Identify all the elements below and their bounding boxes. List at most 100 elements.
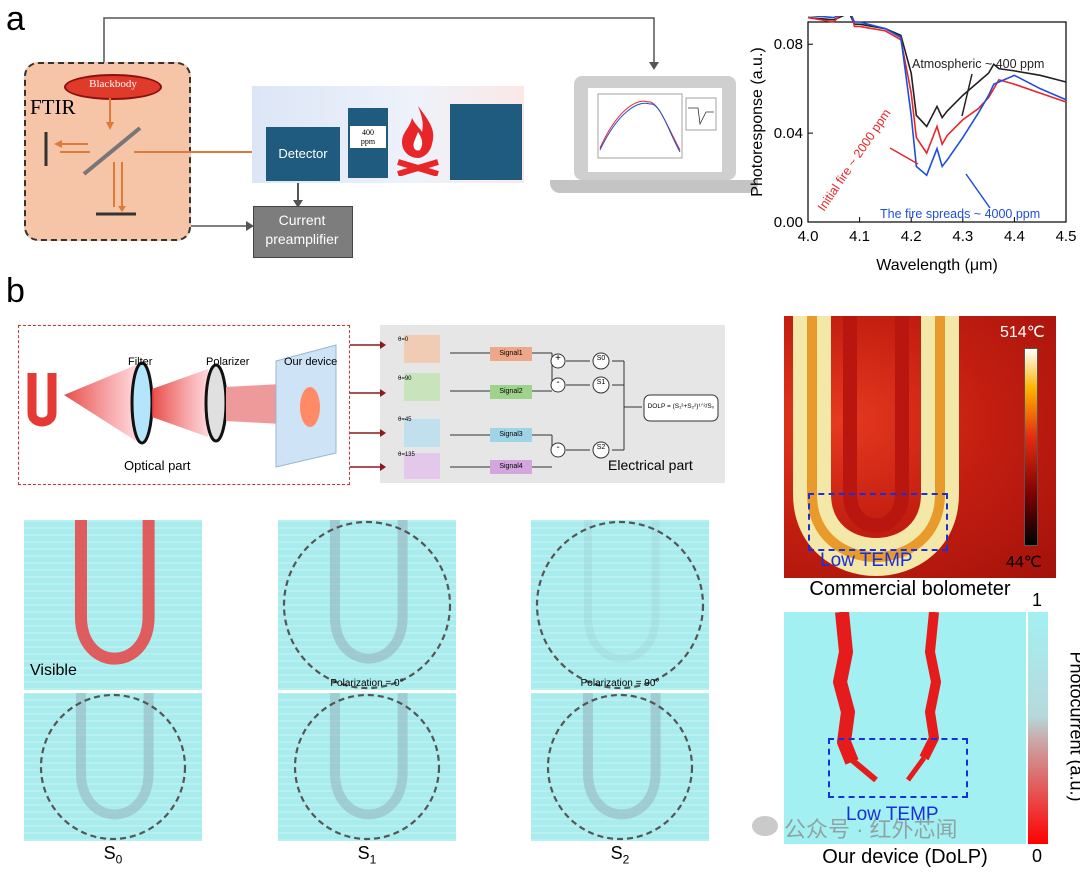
tile-s2: [531, 693, 709, 841]
tile-overlay: [535, 520, 705, 690]
bolometer-low-temp-box: [808, 493, 948, 551]
u-shape: [75, 693, 154, 820]
electrical-arrows: [350, 341, 386, 471]
laptop-mini-chart: [597, 93, 717, 159]
caption-s1-sub: 1: [369, 852, 377, 867]
plot-frame: [807, 21, 1067, 223]
dolp-cb-min: 0: [1032, 846, 1043, 866]
x-tick-label: 4.2: [901, 228, 922, 245]
polarizer-label: Polarizer: [206, 356, 250, 368]
fire-icon: [397, 106, 439, 176]
tile-overlay: [39, 693, 187, 841]
panel-b-letter: b: [6, 272, 25, 310]
optical-part-label: Optical part: [124, 458, 191, 473]
dashed-circle: [546, 693, 694, 841]
dashed-circle: [293, 693, 441, 841]
laptop-base: [550, 180, 758, 193]
theta-45: θ=45: [398, 417, 412, 423]
ftir-optics: [44, 98, 270, 216]
caption-s0-main: S: [103, 843, 116, 863]
caption-s2: S2: [531, 843, 709, 867]
preamp-box: [253, 206, 353, 258]
caption-s1-main: S: [357, 843, 370, 863]
annotation-arrow-fire-spreads: [965, 173, 991, 209]
signal-1: Signal1: [490, 347, 532, 361]
op-minus-2: -: [556, 442, 560, 453]
annotation-fire-spreads: The fire spreads ~ 4000 ppm: [880, 207, 1040, 221]
y-axis-label: Photoresponse (a.u.): [749, 47, 766, 196]
tile-s1: [278, 693, 456, 841]
caption-visible: Visible: [30, 662, 77, 679]
caption-polarization-90: Polarization = 90°: [580, 678, 660, 689]
annotation-arrow-initial-fire: [889, 147, 919, 165]
bolometer-low-temp-label: Low TEMP: [820, 550, 913, 571]
signal-4: Signal4: [490, 460, 532, 474]
stokes-s2-node: S2: [596, 444, 606, 451]
dolp-cb-label: Photocurrent (a.u.): [1066, 651, 1080, 802]
detector-label: Detector: [278, 146, 328, 161]
tile-overlay: [282, 520, 452, 690]
series-line-0: [807, 16, 1067, 128]
tile-polarization-0: [278, 520, 456, 690]
panel-a-letter: a: [6, 0, 25, 38]
theta-0: θ=0: [398, 337, 409, 343]
u-shape: [329, 520, 408, 664]
tile-overlay: [74, 520, 155, 665]
annotation-arrow-atmospheric: [961, 73, 973, 117]
connection-lines: [103, 17, 659, 231]
x-tick-label: 4.5: [1056, 228, 1077, 245]
theta-135: θ=135: [398, 452, 415, 458]
bolometer-min-label: 44℃: [1006, 554, 1042, 571]
caption-s2-main: S: [610, 843, 623, 863]
stokes-s1-node: S1: [596, 379, 606, 386]
dashed-circle: [535, 520, 705, 690]
u-shape: [74, 520, 155, 665]
op-plus: +: [555, 353, 561, 364]
caption-s2-sub: 2: [622, 852, 630, 867]
bolometer-max-label: 514℃: [1000, 324, 1045, 341]
y-tick-label: 0.04: [774, 125, 803, 142]
x-axis-label: Wavelength (μm): [876, 257, 998, 274]
filter-label: Filter: [128, 356, 153, 368]
tile-polarization-90: [531, 520, 709, 690]
theta-90: θ=90: [398, 376, 412, 382]
dolp-colorbar: [1028, 612, 1048, 844]
bolometer-u-shape: [793, 316, 959, 576]
x-tick-label: 4.0: [798, 228, 819, 245]
dolp-traces: [833, 612, 941, 783]
watermark: 公众号 · 红外芯闻: [784, 817, 958, 842]
y-tick-label: 0.00: [774, 214, 803, 231]
bolometer-caption: Commercial bolometer: [809, 578, 1011, 600]
optical-setup: [27, 344, 337, 468]
wechat-icon: [752, 816, 778, 836]
u-shape: [329, 693, 408, 820]
series-line-1: [807, 16, 1067, 155]
gas-chamber: [450, 104, 522, 180]
device-label: Our device: [284, 356, 338, 368]
electrical-diagram: [404, 335, 719, 479]
series-line-2: [807, 16, 1067, 177]
tile-s0: [24, 693, 202, 841]
x-tick-label: 4.4: [1004, 228, 1025, 245]
y-tick-label: 0.08: [774, 36, 803, 53]
signal-3: Signal3: [490, 428, 532, 442]
dolp-formula: DOLP = (S₁²+S₂²)¹ᐟ²/S₀: [647, 403, 715, 410]
annotation-initial-fire: Initial fire ~ 2000 ppm: [815, 106, 894, 213]
caption-s0: S0: [24, 843, 202, 867]
signal-2: Signal2: [490, 385, 532, 399]
dolp-image: [784, 612, 1026, 844]
caption-s1: S1: [278, 843, 456, 867]
bolometer-colorbar: [1024, 348, 1038, 546]
op-minus-1: -: [556, 377, 560, 388]
bolometer-image: [784, 316, 1056, 578]
u-shape: [583, 520, 660, 663]
tile-visible: [24, 520, 202, 690]
dolp-low-temp-label: Low TEMP: [846, 804, 939, 825]
caption-polarization-0: Polarization = 0°: [330, 678, 404, 689]
optical-part-box: [18, 325, 350, 485]
dashed-circle: [282, 520, 452, 690]
tile-overlay: [293, 693, 441, 841]
stokes-s0-node: S0: [596, 355, 606, 362]
preamp-label: Current preamplifier: [265, 212, 339, 247]
